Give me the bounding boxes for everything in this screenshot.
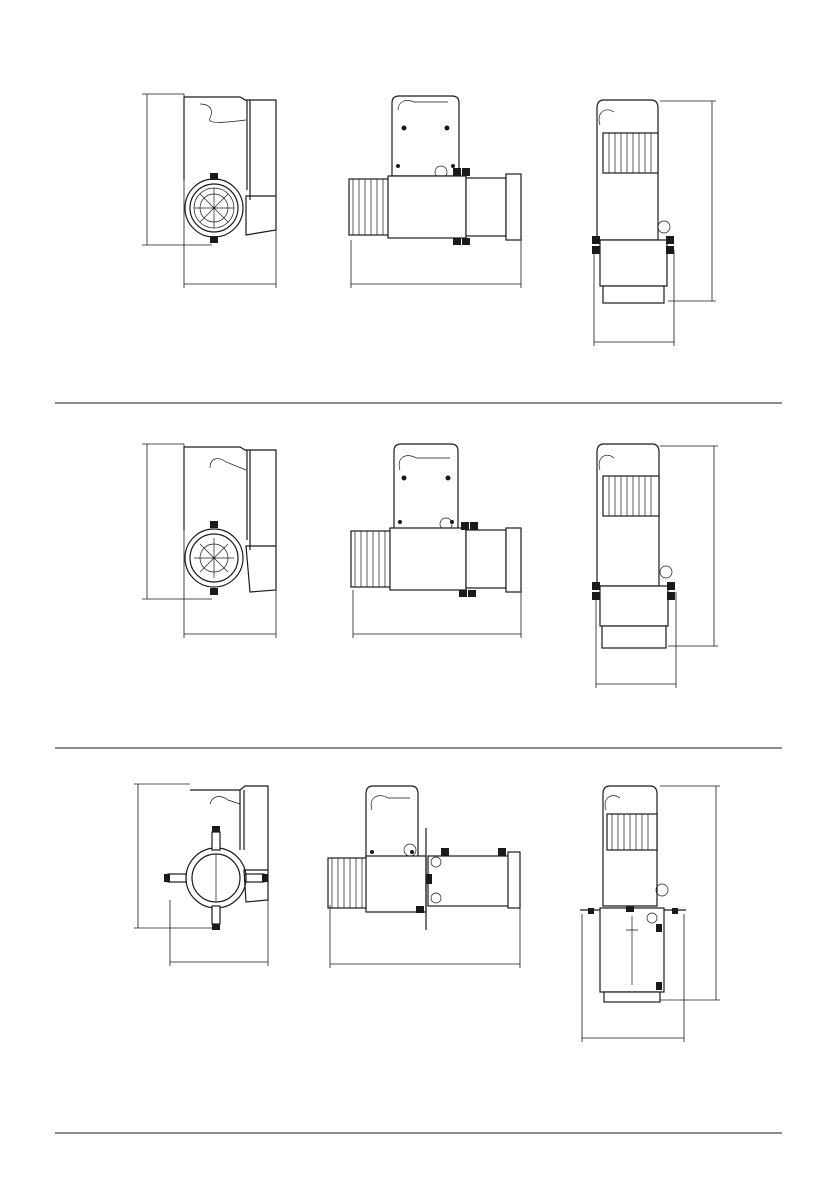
- row2-front-view: [142, 444, 276, 638]
- row1-side-view: [349, 96, 521, 288]
- row3-side-view: [328, 786, 520, 968]
- row3-front-view: [134, 784, 268, 966]
- row2-side-view: [351, 444, 521, 638]
- row1-front-view: [142, 94, 276, 288]
- row1-top-view: [592, 100, 716, 346]
- row2-top-view: [592, 444, 718, 688]
- row3-top-view: [580, 786, 720, 1042]
